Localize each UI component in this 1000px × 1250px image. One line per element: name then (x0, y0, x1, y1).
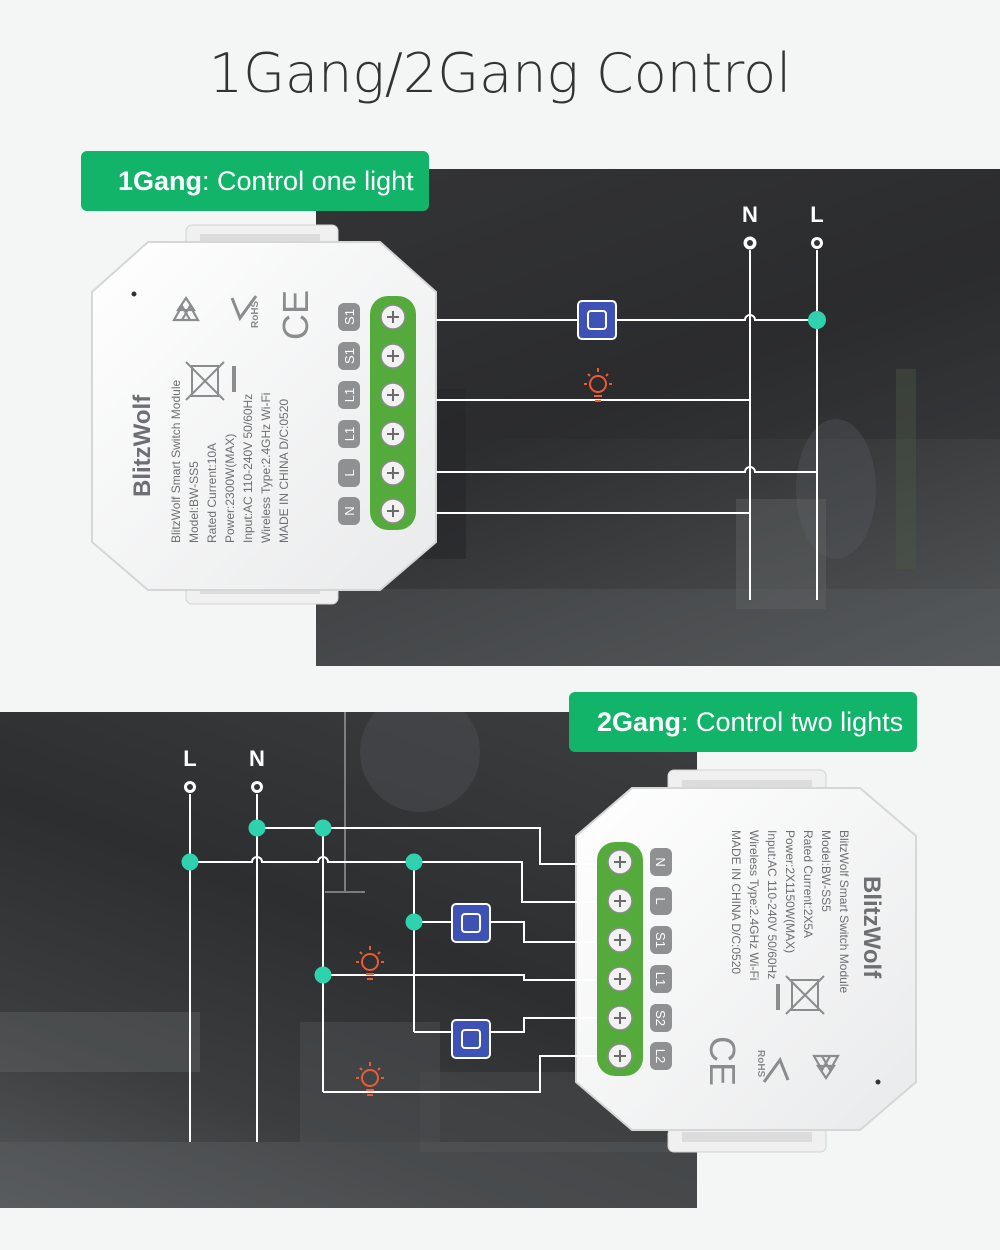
ce-label-2: CE (702, 1036, 743, 1086)
label-n-1: N (742, 202, 758, 227)
terminal-label: L (653, 897, 668, 904)
rohs-check-icon: RoHS (230, 295, 261, 328)
status-led-dot-1 (131, 291, 137, 297)
module-2-product: BlitzWolf Smart Switch Module (837, 830, 851, 993)
wires-1gang (436, 250, 818, 600)
module-1-input: Input:AC 110-240V 50/60Hz (241, 394, 255, 543)
module-2-wireless: Wireless Type:2.4GHz Wi-Fi (747, 830, 761, 980)
module-1-label-text: BlitzWolf BlitzWolf Smart Switch Module … (129, 380, 291, 543)
module-1-wireless: Wireless Type:2.4GHz Wi-Fi (259, 393, 273, 543)
terminal-label-tab (650, 1004, 672, 1032)
wires-2gang (189, 794, 597, 1142)
status-led-dot-2 (875, 1079, 881, 1085)
terminal-screw-cross (614, 934, 626, 946)
switch-icon (451, 903, 491, 943)
weee-bin-icon (185, 361, 236, 401)
terminal-label: S1 (653, 932, 668, 948)
module-1-brand: BlitzWolf (129, 394, 156, 497)
terminal-screw-cross (614, 1012, 626, 1024)
rohs-label-2: RoHS (755, 1050, 766, 1078)
terminal-label: L1 (653, 972, 668, 986)
terminal-screw-cross (614, 973, 626, 985)
terminal-label: N (342, 506, 357, 515)
terminal-label-tab (338, 497, 360, 525)
terminal-screw-cross (614, 1050, 626, 1062)
terminal-label: L2 (653, 1049, 668, 1063)
module-1-origin: MADE IN CHINA D/C:0520 (277, 399, 291, 543)
terminal-screws-1 (380, 304, 406, 524)
junctions-2 (181, 819, 423, 984)
module-1-product: BlitzWolf Smart Switch Module (169, 380, 183, 543)
terminal-screw-cross (387, 505, 399, 517)
module-2-input: Input:AC 110-240V 50/60Hz (765, 830, 779, 979)
label-n-2: N (249, 746, 265, 771)
terminal-label-tab (338, 381, 360, 409)
terminal-screw-cross (387, 428, 399, 440)
terminal-screw-cross (387, 467, 399, 479)
terminal-block-1 (370, 296, 416, 530)
page-title: 1Gang/2Gang Control (208, 42, 792, 105)
terminal-label: N (653, 857, 668, 866)
label-l-2: L (183, 746, 196, 771)
recycle-icon (172, 296, 200, 322)
bulb-icon (356, 1062, 384, 1096)
switch-icon (577, 300, 617, 340)
terminal-label: L1 (342, 388, 357, 402)
junction-1 (808, 311, 826, 329)
module-2-model: Model:BW-SS5 (819, 830, 833, 912)
terminal-screws-2 (607, 849, 633, 1069)
ce-mark-icon: CE (702, 1036, 743, 1086)
terminal-label-tab (650, 887, 672, 915)
terminal-label-tab (650, 848, 672, 876)
badge-2gang: 2Gang: Control two lights (569, 692, 917, 752)
terminal-label-tab (650, 1042, 672, 1070)
terminal-label-tab (650, 965, 672, 993)
terminal-label: S2 (653, 1010, 668, 1026)
badge-1gang-bold: 1Gang (118, 166, 203, 196)
terminal-label-tab (338, 459, 360, 487)
module-2-brand: BlitzWolf (858, 876, 885, 979)
bulb-icon (584, 368, 612, 402)
ce-label-1: CE (275, 290, 316, 340)
rohs-check-icon: RoHS (755, 1050, 790, 1083)
terminal-screw-cross (387, 350, 399, 362)
terminal-label: S1 (342, 309, 357, 325)
badge-2gang-text: : Control two lights (681, 707, 904, 737)
module-1-model: Model:BW-SS5 (187, 461, 201, 543)
terminal-label: L (342, 469, 357, 476)
room-photo-2gang (0, 712, 697, 1208)
badge-1gang: 1Gang: Control one light (81, 151, 429, 211)
module-2-label-text: BlitzWolf BlitzWolf Smart Switch Module … (729, 830, 885, 993)
terminal-screw-cross (614, 856, 626, 868)
terminal-screw-cross (387, 311, 399, 323)
label-l-1: L (810, 202, 823, 227)
module-2-power: Power:2X1150W(MAX) (783, 830, 797, 953)
module-1-current: Rated Current:10A (205, 443, 219, 543)
terminal-label-tab (650, 926, 672, 954)
terminal-block-2 (597, 842, 643, 1076)
terminal-screw-cross (387, 389, 399, 401)
bulb-icon (356, 946, 384, 980)
badge-2gang-bold: 2Gang (597, 707, 682, 737)
module-1-power: Power:2300W(MAX) (223, 434, 237, 543)
weee-bin-icon (776, 975, 825, 1015)
terminal-label-tab (338, 303, 360, 331)
terminal-label: L1 (342, 427, 357, 441)
terminal-label-tab (338, 342, 360, 370)
terminal-screw-cross (614, 895, 626, 907)
terminal-label-tab (338, 420, 360, 448)
rohs-label-1: RoHS (250, 300, 261, 328)
recycle-icon (812, 1054, 840, 1080)
module-2-current: Rated Current:2X5A (801, 830, 815, 938)
module-2-origin: MADE IN CHINA D/C:0520 (729, 830, 743, 974)
badge-1gang-text: : Control one light (202, 166, 414, 196)
switch-icon (451, 1019, 491, 1059)
terminal-label: S1 (342, 348, 357, 364)
ce-mark-icon: CE (275, 290, 316, 340)
